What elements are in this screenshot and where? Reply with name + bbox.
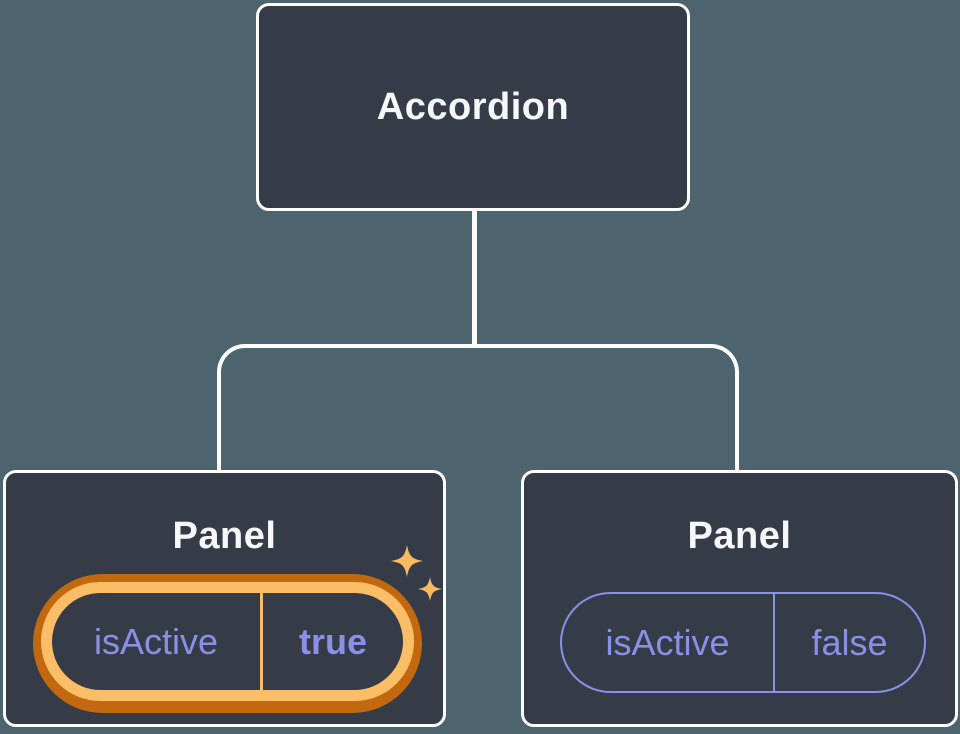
connector-stem xyxy=(472,211,477,348)
connector-bracket xyxy=(217,344,739,470)
panel-node-inactive: Panel isActive false xyxy=(521,470,958,727)
state-name: isActive xyxy=(93,620,219,662)
state-value: false xyxy=(773,594,924,691)
panel-title: Panel xyxy=(172,515,277,557)
sparkles-icon xyxy=(391,545,442,601)
panel-title: Panel xyxy=(687,515,792,557)
accordion-node-label: Accordion xyxy=(376,85,570,128)
state-pill-active: isActive true xyxy=(41,582,414,701)
state-name: isActive xyxy=(605,621,730,663)
accordion-node: Accordion xyxy=(256,3,690,211)
state-value: true xyxy=(260,593,403,690)
panel-node-active: Panel isActive true xyxy=(3,470,446,727)
state-pill-active-highlight: isActive true xyxy=(33,574,422,713)
state-pill-inactive: isActive false xyxy=(560,592,926,693)
